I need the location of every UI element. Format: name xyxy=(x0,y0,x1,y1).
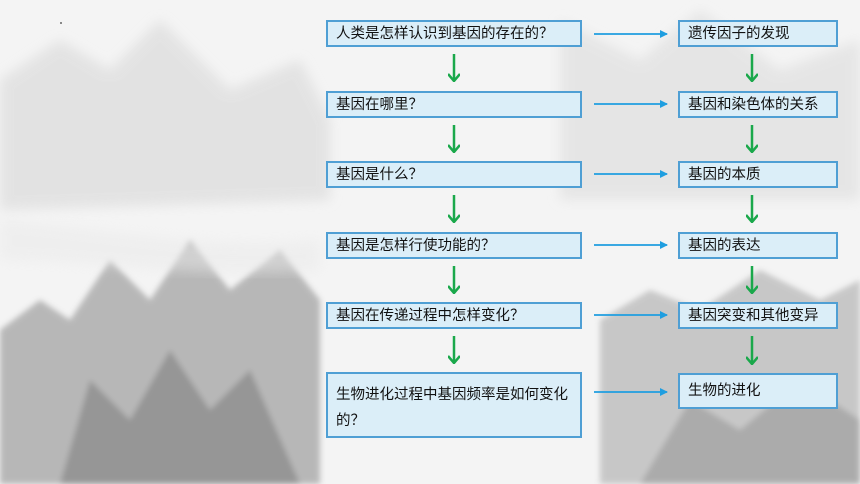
question-text: 基因是怎样行使功能的？ xyxy=(336,237,496,254)
answer-box-2: 基因和染色体的关系 xyxy=(678,91,838,118)
question-text: 人类是怎样认识到基因的存在的？ xyxy=(336,25,554,42)
answer-text: 生物的进化 xyxy=(688,383,761,399)
answer-text: 基因的表达 xyxy=(688,237,761,254)
answer-box-1: 遗传因子的发现 xyxy=(678,20,838,47)
answer-text: 基因突变和其他变异 xyxy=(688,307,819,324)
question-box-2: 基因在哪里？ xyxy=(326,91,582,118)
question-text: 基因在哪里？ xyxy=(336,96,423,113)
decorative-dot xyxy=(60,22,62,24)
answer-text: 遗传因子的发现 xyxy=(688,25,790,42)
answer-box-5: 基因突变和其他变异 xyxy=(678,302,838,329)
question-box-6: 生物进化过程中基因频率是如何变化的？ xyxy=(326,372,582,438)
question-text: 生物进化过程中基因频率是如何变化的？ xyxy=(336,387,568,429)
answer-box-6: 生物的进化 xyxy=(678,373,838,409)
answer-text: 基因的本质 xyxy=(688,166,761,183)
answer-box-3: 基因的本质 xyxy=(678,161,838,188)
answer-box-4: 基因的表达 xyxy=(678,232,838,259)
question-box-1: 人类是怎样认识到基因的存在的？ xyxy=(326,20,582,47)
question-box-4: 基因是怎样行使功能的？ xyxy=(326,232,582,259)
question-box-3: 基因是什么？ xyxy=(326,161,582,188)
question-text: 基因是什么？ xyxy=(336,166,423,183)
question-text: 基因在传递过程中怎样变化？ xyxy=(336,307,525,324)
answer-text: 基因和染色体的关系 xyxy=(688,96,819,113)
question-box-5: 基因在传递过程中怎样变化？ xyxy=(326,302,582,329)
